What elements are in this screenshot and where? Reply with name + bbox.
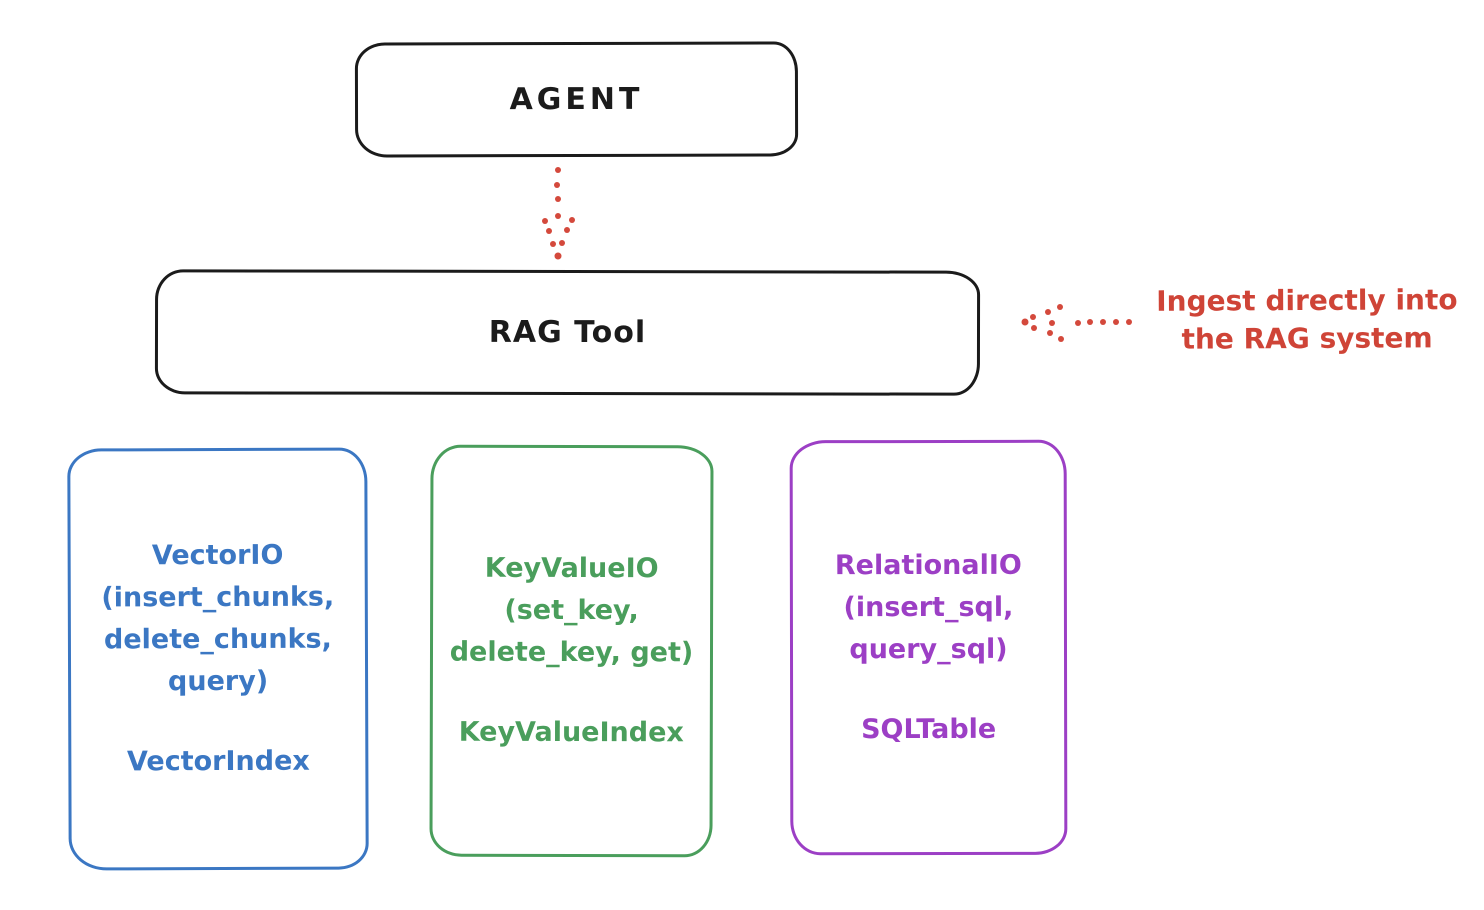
keyvalueio-title: KeyValueIO bbox=[484, 552, 659, 585]
ingest-arrow bbox=[1021, 304, 1132, 342]
keyvalueindex-label: KeyValueIndex bbox=[458, 716, 684, 749]
agent-to-rag-arrow bbox=[542, 167, 575, 260]
relationalio-methods-line1: (insert_sql, bbox=[843, 591, 1014, 623]
keyvalueio-methods-line2: delete_key, get) bbox=[449, 636, 694, 669]
agent-node: AGENT bbox=[354, 41, 799, 158]
agent-node-label: AGENT bbox=[509, 81, 644, 118]
vectorio-methods-line2: delete_chunks, bbox=[103, 623, 332, 656]
vectorio-title: VectorIO bbox=[151, 539, 284, 572]
relationalio-node: RelationalIO (insert_sql, query_sql) SQL… bbox=[789, 439, 1068, 856]
vectorio-methods-line3: query) bbox=[167, 665, 269, 698]
vectorio-methods-line1: (insert_chunks, bbox=[101, 581, 335, 614]
rag-tool-node-label: RAG Tool bbox=[488, 314, 647, 351]
sqltable-label: SQLTable bbox=[861, 713, 997, 745]
vectorindex-label: VectorIndex bbox=[126, 745, 310, 778]
keyvalueio-node: KeyValueIO (set_key, delete_key, get) Ke… bbox=[429, 444, 714, 858]
keyvalueio-methods-line1: (set_key, bbox=[504, 594, 639, 627]
ingest-annotation: Ingest directly into the RAG system bbox=[1140, 281, 1474, 359]
ingest-annotation-line1: Ingest directly into bbox=[1156, 283, 1458, 318]
relationalio-title: RelationalIO bbox=[834, 549, 1022, 581]
vectorio-node: VectorIO (insert_chunks, delete_chunks, … bbox=[67, 447, 369, 871]
ingest-annotation-line2: the RAG system bbox=[1181, 321, 1433, 356]
relationalio-methods-line2: query_sql) bbox=[849, 633, 1008, 665]
rag-tool-node: RAG Tool bbox=[154, 269, 981, 396]
